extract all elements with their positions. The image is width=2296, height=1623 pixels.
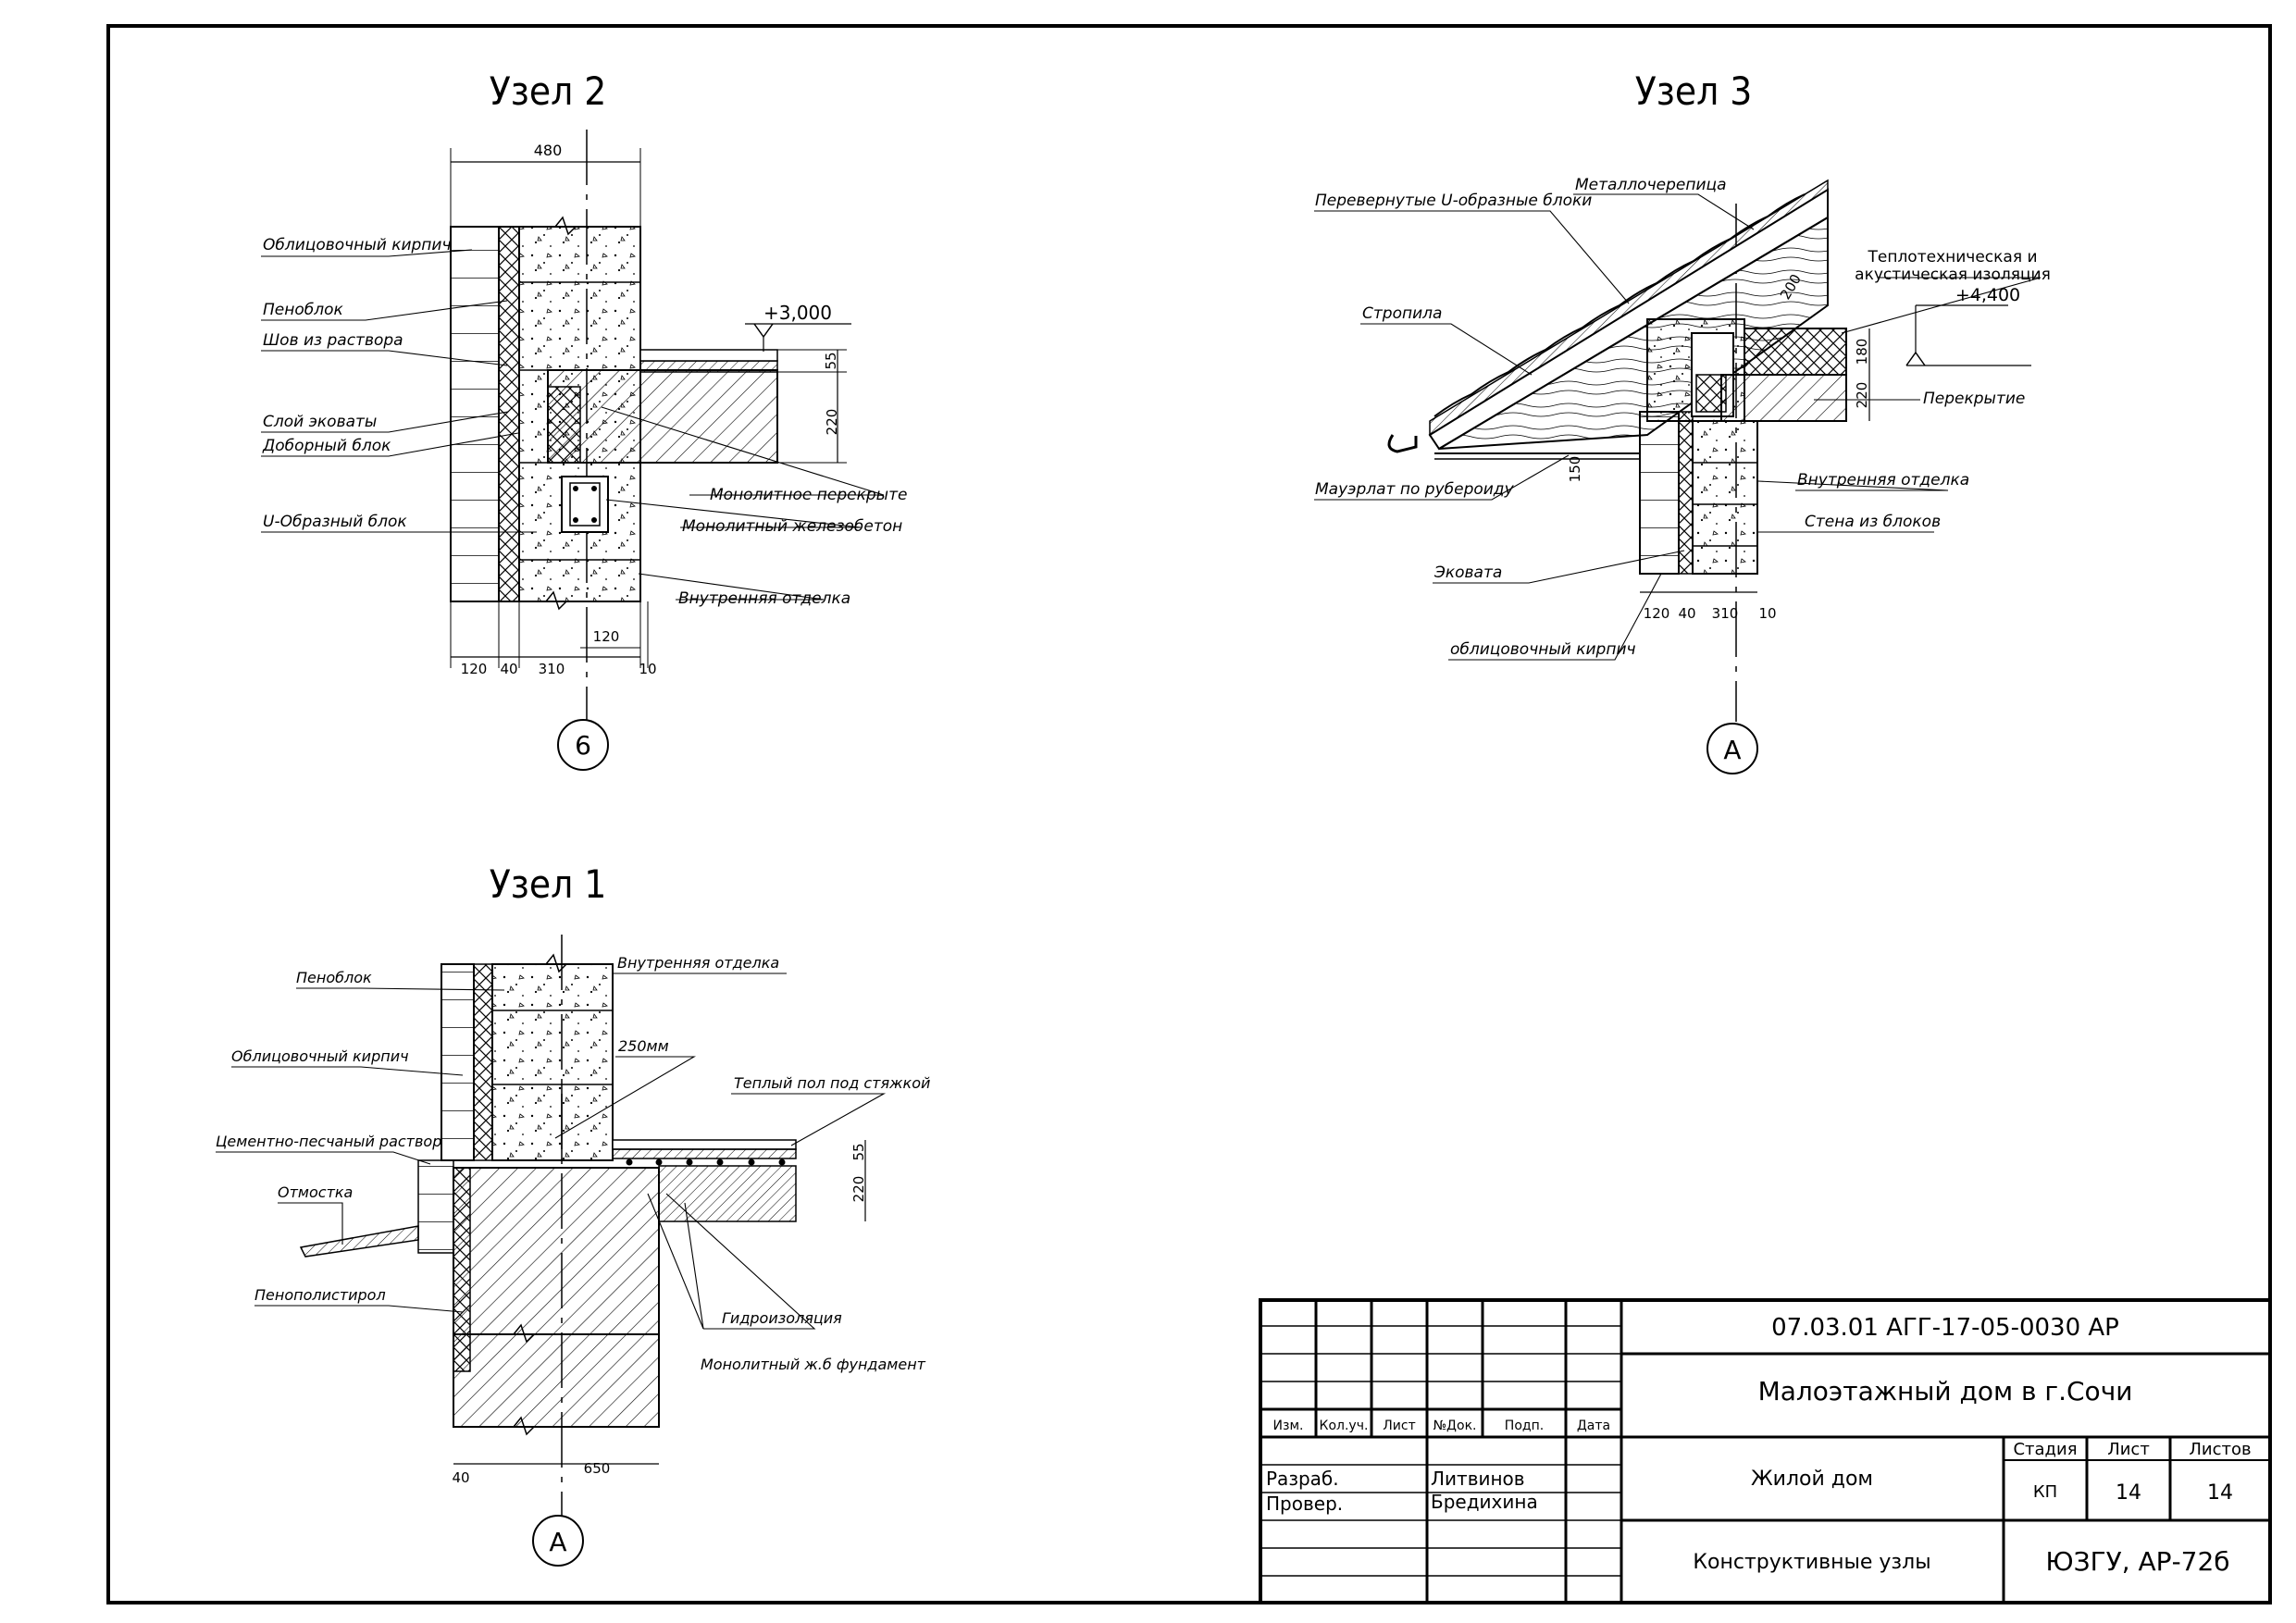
title-block [1259, 1298, 2272, 1604]
title-block-sheets: 14 [2207, 1481, 2233, 1505]
node-1-label-3: Цементно-песчаный раствор [216, 1133, 441, 1150]
node-3-dim-220: 220 [1854, 382, 1870, 409]
node-1-label-9: Гидроизоляция [722, 1309, 842, 1327]
node-1-label-4: Отмостка [278, 1183, 353, 1201]
node-2: Узел 2 480 +3,000 [261, 68, 907, 771]
node-3-label-3: Теплотехническая и [1867, 248, 2037, 266]
node-3-dim-bottom-4: 10 [1758, 605, 1776, 622]
title-block-name-2: Бредихина [1431, 1491, 1538, 1513]
node-2-dim-bottom-2: 40 [500, 661, 517, 677]
node-3-label-8: Внутренняя отделка [1797, 471, 1969, 489]
node-2-label-3: Шов из раствора [263, 331, 403, 350]
node-1-title: Узел 1 [490, 861, 607, 907]
node-2-dim-bottom-1: 120 [461, 661, 488, 677]
node-2-axis: 6 [575, 730, 591, 761]
node-3-label-9: Стена из блоков [1805, 513, 1941, 531]
title-block-header-6: Дата [1577, 1419, 1610, 1433]
node-1-label-10: Монолитный ж.б фундамент [701, 1356, 926, 1373]
node-1-dim-220: 220 [850, 1176, 867, 1203]
title-block-text: 07.03.01 АГГ-17-05-0030 АР Малоэтажный д… [1266, 1314, 2252, 1577]
node-3-label-1: Металлочерепица [1575, 176, 1726, 194]
node-2-dim-480: 480 [534, 142, 563, 159]
node-1-dim-55: 55 [850, 1143, 867, 1160]
node-1: Узел 1 55 220 40 650 [216, 861, 930, 1567]
node-1-label-2: Облицовочный кирпич [231, 1047, 409, 1065]
node-3-dim-180: 180 [1854, 339, 1870, 365]
title-block-doc-code: 07.03.01 АГГ-17-05-0030 АР [1771, 1314, 2119, 1342]
node-2-level: +3,000 [763, 302, 832, 324]
node-3-label-10: Эковата [1433, 564, 1502, 582]
node-2-label-7: Монолитное перекрыте [710, 486, 907, 504]
node-3-dim-bottom-3: 310 [1712, 605, 1739, 622]
title-block-stage: КП [2033, 1482, 2057, 1502]
node-1-label-8: Теплый пол под стяжкой [734, 1074, 930, 1092]
node-2-label-6: U-Образный блок [263, 513, 407, 531]
title-block-sheets-header: Листов [2189, 1440, 2251, 1459]
title-block-org: ЮЗГУ, АР-72б [2045, 1546, 2229, 1577]
node-1-label-5: Пенополистирол [254, 1286, 386, 1304]
node-2-dim-220: 220 [824, 409, 840, 436]
node-1-label-1: Пеноблок [296, 969, 372, 986]
title-block-sheet: 14 [2116, 1481, 2141, 1505]
node-3-dim-bottom-2: 40 [1678, 605, 1695, 622]
node-1-axis: А [549, 1527, 566, 1557]
node-3-dim-150: 150 [1567, 456, 1583, 483]
title-block-project: Малоэтажный дом в г.Сочи [1758, 1376, 2133, 1406]
node-3-dim-bottom-1: 120 [1644, 605, 1670, 622]
node-2-dim-120-inner: 120 [593, 628, 620, 645]
title-block-role-2: Провер. [1266, 1493, 1343, 1515]
node-3-label-11: облицовочный кирпич [1450, 640, 1636, 659]
title-block-header-2: Кол.уч. [1320, 1419, 1369, 1433]
node-1-label-6: Внутренняя отделка [617, 954, 779, 972]
node-1-label-7: 250мм [618, 1037, 669, 1055]
title-block-sheet-header: Лист [2107, 1440, 2150, 1459]
node-2-dim-bottom-4: 10 [639, 661, 656, 677]
sheet-frame [106, 24, 2272, 1604]
node-3-label-2: Перевернутые U-образные блоки [1315, 192, 1592, 210]
node-3-label-5: Стропила [1362, 304, 1442, 323]
title-block-building: Жилой дом [1751, 1468, 1873, 1491]
node-2-dim-55: 55 [823, 352, 839, 369]
node-3-label-6: Перекрытие [1923, 390, 2025, 408]
node-3-label-7: Мауэрлат по рубероиду [1315, 480, 1515, 499]
node-2-label-4: Слой эковаты [263, 413, 377, 431]
node-2-title: Узел 2 [490, 68, 607, 114]
title-block-sheet-title: Конструктивные узлы [1693, 1551, 1930, 1574]
title-block-name-1: Литвинов [1431, 1468, 1525, 1490]
node-3-label-4: акустическая изоляция [1855, 266, 2051, 284]
node-3: Узел 3 +4,400 180 220 [1314, 68, 2051, 774]
node-1-dim-bottom-1: 40 [452, 1469, 469, 1486]
node-2-label-2: Пеноблок [263, 301, 344, 319]
node-3-title: Узел 3 [1635, 68, 1753, 114]
title-block-header-3: Лист [1383, 1419, 1415, 1433]
node-3-axis: А [1723, 735, 1741, 765]
node-2-label-8: Монолитный железобетон [682, 517, 902, 536]
node-3-level: +4,400 [1955, 285, 2020, 305]
node-2-label-9: Внутренняя отделка [678, 589, 850, 608]
title-block-header-1: Изм. [1273, 1419, 1304, 1433]
node-1-dim-bottom-2: 650 [584, 1460, 611, 1477]
node-2-label-5: Доборный блок [262, 437, 391, 455]
title-block-header-5: Подп. [1505, 1419, 1544, 1433]
title-block-role-1: Разраб. [1266, 1468, 1339, 1490]
title-block-header-4: №Док. [1433, 1419, 1477, 1433]
node-2-dim-bottom-3: 310 [539, 661, 565, 677]
title-block-stage-header: Стадия [2013, 1440, 2077, 1459]
node-2-label-1: Облицовочный кирпич [263, 236, 452, 254]
